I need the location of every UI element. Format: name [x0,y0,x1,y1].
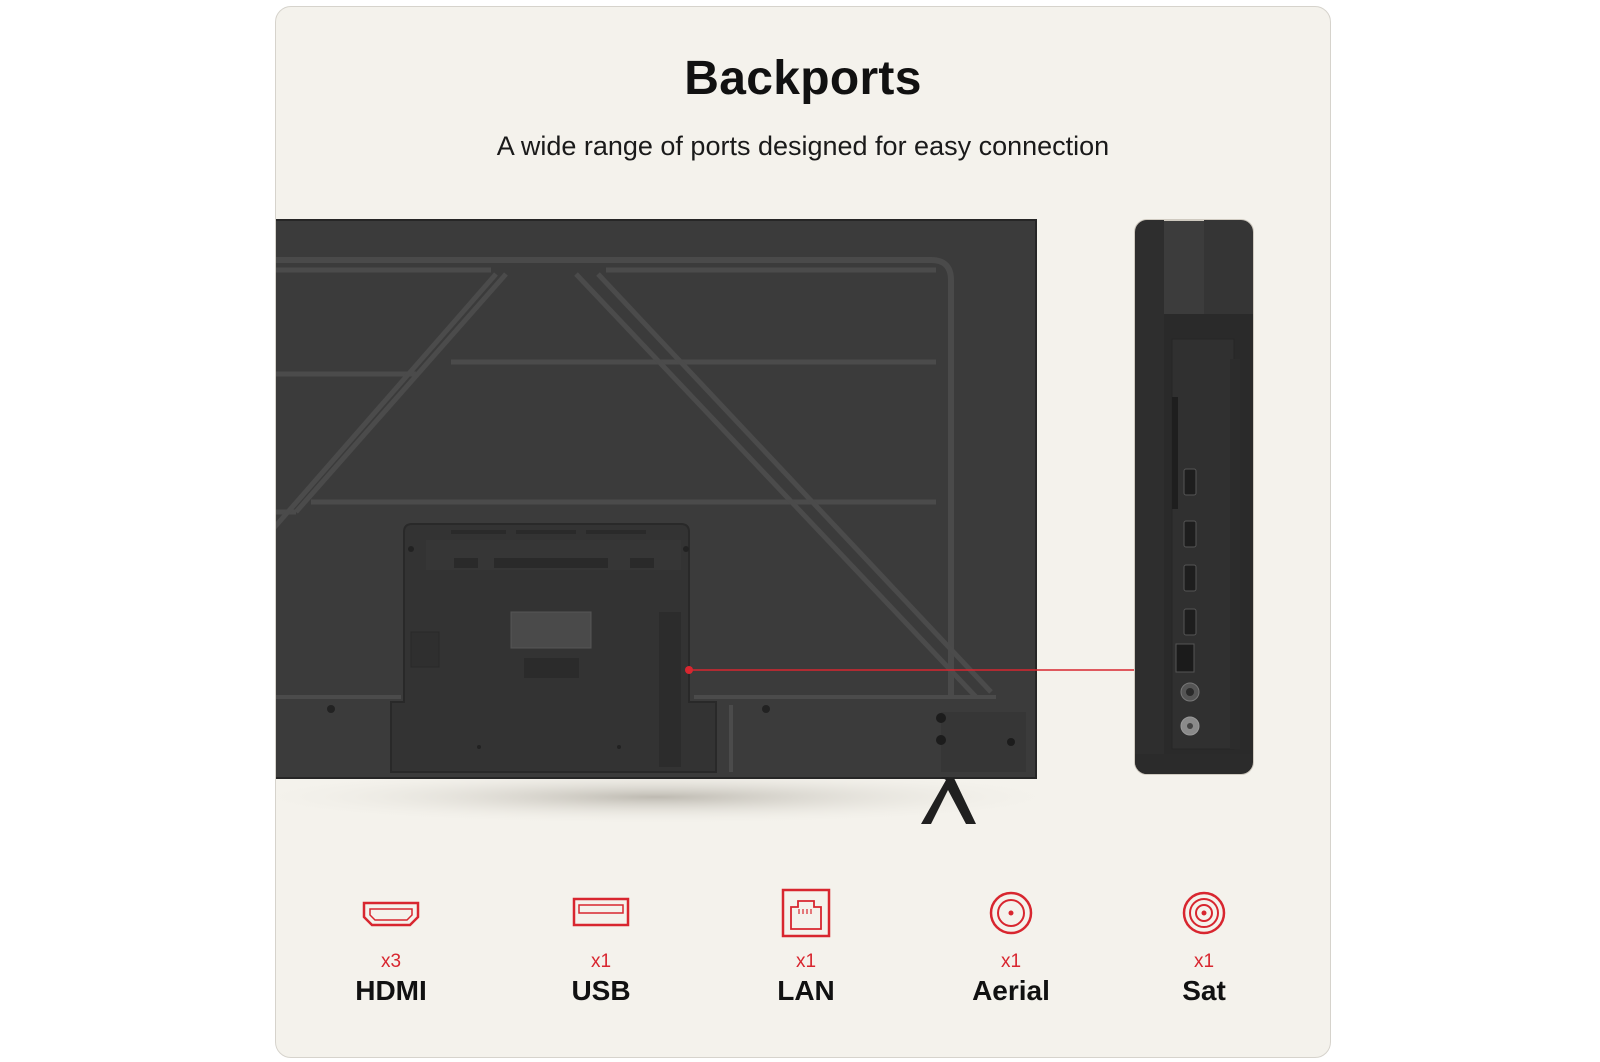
port-name: Sat [1182,975,1226,1006]
port-count: x3 [380,951,402,972]
port-count: x1 [1193,951,1215,972]
zoom-hdmi-ports [1183,468,1197,636]
port-aerial: x1 Aerial [931,887,1091,1007]
zoom-lan-port [1175,643,1195,673]
port-name: LAN [777,975,835,1006]
hdmi-icon [362,901,420,927]
backports-card: Backports A wide range of ports designed… [275,6,1331,1058]
pointer-dot [685,666,693,674]
aerial-icon [989,891,1033,935]
sat-icon [1182,891,1226,935]
tv-stand [921,777,976,824]
page-title: Backports [684,52,922,105]
port-count: x1 [795,951,817,972]
side-ports-zoom-image [1134,219,1254,775]
tv-ribs [276,267,993,699]
ports-row: x3 HDMI x1 USB x1 LAN [276,887,1330,1027]
tv-shadow [276,769,1076,825]
lan-icon [781,888,831,938]
port-hdmi: x3 HDMI [311,887,471,1007]
port-name: USB [571,975,631,1006]
port-count: x1 [590,951,612,972]
page-subtitle: A wide range of ports designed for easy … [496,131,1110,161]
tv-frame [276,257,954,697]
port-count: x1 [1000,951,1022,972]
port-sat: x1 Sat [1124,887,1284,1007]
port-usb: x1 USB [521,887,681,1007]
port-lan: x1 LAN [726,887,886,1007]
tv-back-image [276,219,1136,825]
usb-icon [572,897,630,927]
port-name: HDMI [355,975,427,1006]
tv-label [510,611,592,649]
port-name: Aerial [972,975,1050,1006]
tv-vents [451,530,654,568]
